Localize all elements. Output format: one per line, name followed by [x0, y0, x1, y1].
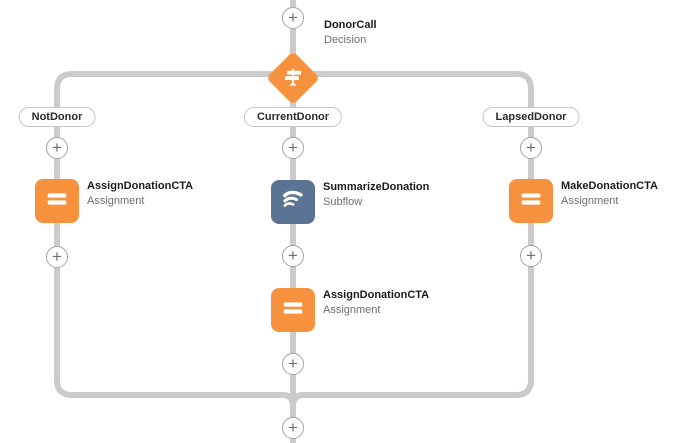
plus-icon: + — [288, 353, 298, 373]
element-name: SummarizeDonation — [323, 181, 430, 193]
assignment-node-makedonationcta[interactable] — [509, 179, 553, 223]
add-element-button-bottom[interactable]: + — [282, 417, 304, 439]
element-name: AssignDonationCTA — [323, 289, 430, 301]
element-type: Assignment — [87, 195, 145, 207]
connector-left-branch — [54, 71, 296, 404]
element-name: AssignDonationCTA — [87, 180, 194, 192]
plus-icon: + — [288, 245, 298, 265]
decision-type: Decision — [324, 34, 367, 46]
subflow-icon — [279, 186, 307, 219]
add-element-button-currentdonor-2[interactable]: + — [282, 245, 304, 267]
element-type: Subflow — [323, 196, 363, 208]
subflow-node-summarizedonation[interactable] — [271, 180, 315, 224]
assignment-icon — [517, 185, 545, 218]
decision-icon — [280, 65, 306, 91]
element-label: SummarizeDonation Subflow — [323, 180, 429, 210]
assignment-node-assigndonationcta-left[interactable] — [35, 179, 79, 223]
assignment-icon — [43, 185, 71, 218]
branch-label-currentdonor: CurrentDonor — [243, 107, 343, 127]
add-element-button-currentdonor-1[interactable]: + — [282, 137, 304, 159]
element-label: AssignDonationCTA Assignment — [87, 179, 193, 209]
element-type: Assignment — [561, 195, 619, 207]
decision-label: DonorCall Decision — [324, 18, 377, 48]
plus-icon: + — [288, 7, 298, 27]
assignment-icon — [279, 294, 307, 327]
branch-label-lapseddonor: LapsedDonor — [482, 107, 580, 127]
element-label: AssignDonationCTA Assignment — [323, 288, 429, 318]
decision-node-donorcall[interactable] — [266, 51, 320, 105]
plus-icon: + — [52, 246, 62, 266]
element-label: MakeDonationCTA Assignment — [561, 179, 658, 209]
connector-right-branch — [290, 71, 534, 404]
element-type: Assignment — [323, 304, 381, 316]
decision-name: DonorCall — [324, 19, 377, 31]
plus-icon: + — [288, 417, 298, 437]
add-element-button-top[interactable]: + — [282, 7, 304, 29]
plus-icon: + — [52, 137, 62, 157]
add-element-button-notdonor-1[interactable]: + — [46, 137, 68, 159]
assignment-node-assigndonationcta-middle[interactable] — [271, 288, 315, 332]
add-element-button-lapseddonor-1[interactable]: + — [520, 137, 542, 159]
add-element-button-currentdonor-3[interactable]: + — [282, 353, 304, 375]
plus-icon: + — [526, 137, 536, 157]
element-name: MakeDonationCTA — [561, 180, 658, 192]
add-element-button-lapseddonor-2[interactable]: + — [520, 245, 542, 267]
plus-icon: + — [526, 245, 536, 265]
plus-icon: + — [288, 137, 298, 157]
add-element-button-notdonor-2[interactable]: + — [46, 246, 68, 268]
branch-label-notdonor: NotDonor — [18, 107, 96, 127]
